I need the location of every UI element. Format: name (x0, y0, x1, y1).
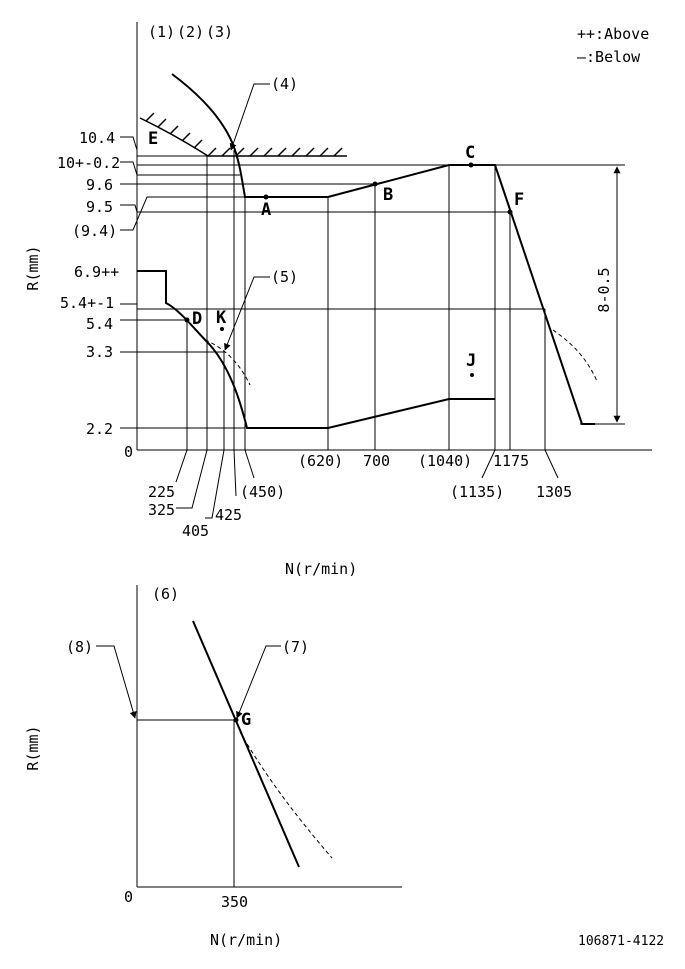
upper-governor-curve (171, 73, 595, 425)
drawing-number: 106871-4122 (578, 934, 664, 949)
leader-9-5 (120, 204, 510, 213)
y-tick-9-6: 9.6 (86, 176, 113, 194)
callout-5-leader (224, 276, 270, 351)
top-x-axis-label: N(r/min) (285, 560, 357, 578)
top-y-axis-label: R(mm) (24, 245, 42, 290)
bottom-governor-line (192, 620, 300, 868)
x-tick-405: 405 (182, 522, 209, 540)
dashed-curve-f (552, 329, 598, 382)
legend-below: —:Below (577, 48, 641, 66)
callout-8: (8) (66, 638, 93, 656)
callout-8-leader (96, 645, 137, 719)
point-label-j: J (466, 351, 476, 371)
y-tick-0: 0 (124, 443, 133, 461)
dimension-8-0-5 (580, 166, 625, 425)
point-label-a: A (261, 200, 271, 220)
header-label-1: (1) (148, 23, 175, 41)
callout-4-leader (229, 83, 270, 151)
top-chart: (1) (2) (3) ++:Above —:Below R(mm) N(r/m… (24, 22, 652, 578)
point-label-c: C (465, 143, 475, 163)
stopper-hatch (139, 112, 347, 157)
x-tick-450: (450) (240, 483, 285, 501)
header-label-2: (2) (177, 23, 204, 41)
x-tick-1175: 1175 (493, 452, 529, 470)
x-tick-620: (620) (298, 452, 343, 470)
point-g-marker (233, 717, 239, 723)
point-label-g: G (241, 710, 251, 730)
leader-10-4 (120, 136, 138, 151)
point-label-b: B (383, 185, 393, 205)
y-tick-10-02: 10+-0.2 (57, 154, 120, 172)
bottom-origin-label: 0 (124, 888, 133, 906)
point-label-f: F (514, 190, 524, 210)
vertical-refs (186, 150, 546, 450)
bottom-chart: (6) R(mm) N(r/min) G (8) (7) 0 350 (24, 585, 402, 949)
dimension-label: 8-0.5 (595, 267, 613, 312)
callout-4: (4) (271, 75, 298, 93)
x-tick-leaders (175, 449, 559, 519)
y-tick-10-4: 10.4 (79, 129, 115, 147)
bottom-y-axis-label: R(mm) (24, 725, 42, 770)
leader-10-02 (120, 161, 240, 176)
x-tick-1135: (1135) (450, 483, 504, 501)
callout-5: (5) (271, 268, 298, 286)
x-tick-425: 425 (215, 506, 242, 524)
y-tick-9-5: 9.5 (86, 198, 113, 216)
top-y-ticks (120, 136, 625, 429)
x-tick-1305: 1305 (536, 483, 572, 501)
y-tick-2-2: 2.2 (86, 420, 113, 438)
point-label-d: D (192, 309, 202, 329)
leader-9-4 (120, 196, 245, 231)
x-tick-700: 700 (363, 452, 390, 470)
y-tick-5-4: 5.4 (86, 315, 113, 333)
point-label-k: K (216, 308, 227, 328)
y-tick-3-3: 3.3 (86, 343, 113, 361)
callout-7-leader (236, 645, 281, 719)
header-label-6: (6) (152, 585, 179, 603)
y-tick-5-4-pm1: 5.4+-1 (60, 294, 114, 312)
dashed-curve-k (204, 339, 251, 386)
x-tick-325: 325 (148, 501, 175, 519)
bottom-dashed-curve (239, 731, 333, 859)
bottom-x-tick-350: 350 (221, 893, 248, 911)
point-markers (184, 162, 513, 377)
legend-above: ++:Above (577, 25, 649, 43)
y-tick-9-4: (9.4) (72, 222, 117, 240)
y-tick-6-9: 6.9++ (74, 263, 119, 281)
x-tick-225: 225 (148, 483, 175, 501)
callout-7: (7) (282, 638, 309, 656)
bottom-x-axis-label: N(r/min) (210, 931, 282, 949)
lower-governor-curve (137, 270, 495, 429)
x-tick-1040: (1040) (418, 452, 472, 470)
point-label-e: E (148, 129, 158, 149)
header-label-3: (3) (206, 23, 233, 41)
